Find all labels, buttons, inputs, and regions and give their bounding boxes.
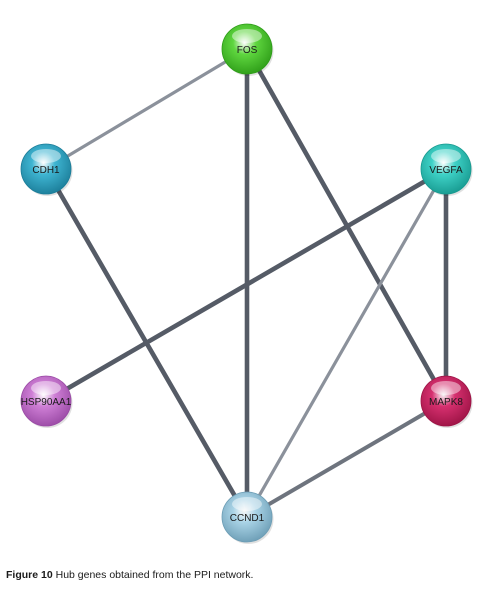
node-cdh1[interactable]: CDH1 [20,143,73,196]
node-ccnd1[interactable]: CCND1 [221,491,274,544]
node-highlight [232,29,262,43]
edge-vegfa-ccnd1 [245,167,448,519]
node-highlight [31,149,61,163]
node-label-vegfa: VEGFA [429,165,463,176]
node-circle[interactable] [20,375,72,427]
edge-fos-cdh1 [44,47,249,171]
node-label-ccnd1: CCND1 [230,513,265,524]
node-circle[interactable] [20,143,72,195]
node-fos[interactable]: FOS [221,23,274,76]
node-circle[interactable] [420,143,472,195]
edges-layer [43,46,449,520]
caption-text: Hub genes obtained from the PPI network. [55,569,254,581]
node-label-hsp90aa1: HSP90AA1 [21,397,72,408]
edge-mapk8-ccnd1 [245,399,448,519]
node-highlight [431,149,461,163]
node-circle[interactable] [420,375,472,427]
node-vegfa[interactable]: VEGFA [420,143,473,196]
node-circle[interactable] [221,23,273,75]
edge-vegfa-hsp90aa1 [43,166,449,404]
figure-caption: Figure 10 Hub genes obtained from the PP… [6,569,476,581]
node-hsp90aa1[interactable]: HSP90AA1 [20,375,73,428]
node-mapk8[interactable]: MAPK8 [420,375,473,428]
node-highlight [31,381,61,395]
node-label-cdh1: CDH1 [32,165,60,176]
node-highlight [232,497,262,511]
node-label-mapk8: MAPK8 [429,397,463,408]
figure-label: Figure 10 [6,569,53,581]
node-label-fos: FOS [237,45,258,56]
node-circle[interactable] [221,491,273,543]
node-highlight [431,381,461,395]
